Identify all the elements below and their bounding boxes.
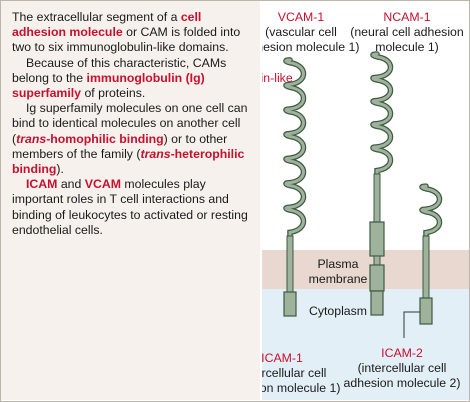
ncam1-full-name: (neural cell adhesion (350, 25, 464, 39)
paragraph-1: The extracellular segment of a cell adhe… (12, 10, 254, 56)
ncam1-label: NCAM-1 (neural cell adhesion molecule 1) (342, 10, 469, 55)
term-ig-superfamily: immunoglobulin (Ig) superfamily (12, 70, 205, 101)
text-body: The extracellular segment of a cell adhe… (12, 10, 254, 238)
ncam1-name: NCAM-1 (383, 10, 431, 24)
text: ). (56, 162, 64, 177)
vcam1-name: VCAM-1 (277, 10, 325, 24)
text: and (57, 177, 85, 192)
term-vcam: VCAM (84, 177, 121, 192)
vcam1-full-name: (vascular cell (265, 25, 337, 39)
ncam1-box-upper (369, 221, 385, 257)
vcam1-transmembrane (286, 235, 294, 293)
vcam1-full-name: adhesion molecule 1) (262, 40, 360, 54)
term-trans: trans (140, 146, 171, 161)
icam2-full-name: (intercellular cell adhesion molecule 2) (343, 361, 461, 390)
paragraph-2: Because of this characteristic, CAMs bel… (12, 56, 254, 102)
text: of proteins. (81, 86, 146, 101)
plasma-membrane-label-line: Plasma (317, 257, 359, 271)
term-icam: ICAM (26, 177, 58, 192)
text: molecules play important roles in T cell… (12, 177, 248, 237)
icam2-name: ICAM-2 (381, 346, 423, 360)
icam2-label: ICAM-2 (intercellular cell adhesion mole… (337, 346, 467, 391)
icam1-full-name: (intercellular cell (262, 366, 327, 380)
term-trans: trans (16, 131, 47, 146)
icam1-label: ICAM-1 (intercellular cell adhesion mole… (262, 351, 357, 396)
text: Because of this characteristic, CAMs bel… (12, 55, 227, 85)
plasma-membrane-label-line: membrane (308, 272, 368, 286)
term-homophilic: -homophilic binding (46, 131, 164, 146)
icam1-full-name: adhesion molecule 1) (262, 381, 341, 395)
vcam1-cytoplasmic-tail (283, 291, 297, 317)
vcam1-label: VCAM-1 (vascular cell adhesion molecule … (262, 10, 371, 55)
paragraph-4: ICAM and VCAM molecules play important r… (12, 177, 254, 238)
ncam1-link (373, 255, 381, 266)
ig-domain-label-line: Immunoglobulin-like (262, 71, 293, 85)
vcam1-domains (284, 58, 305, 238)
text: Ig superfamily molecules on one cell can… (12, 101, 248, 146)
ig-domain-label-line: domain (262, 86, 302, 101)
ncam1-stem (373, 173, 381, 223)
ig-domain-label: Immunoglobulin-like domain (262, 71, 302, 101)
icam2-cytoplasmic-tail (419, 297, 433, 325)
icam2-leader-line (403, 311, 420, 338)
paragraph-3: Ig superfamily molecules on one cell can… (12, 101, 254, 177)
term-heterophilic: -heterophilic binding (12, 146, 245, 177)
plasma-membrane-band (262, 250, 469, 289)
text: The extracellular segment of a (12, 10, 181, 24)
text-panel: The extracellular segment of a cell adhe… (1, 1, 260, 400)
icam2-domains (420, 184, 441, 238)
text: or CAM is folded into two to six immunog… (12, 25, 241, 55)
ncam1-cytoplasmic-tail (370, 290, 384, 316)
term-cell-adhesion-molecule: cell adhesion molecule (12, 10, 202, 40)
ncam1-domains (371, 52, 392, 176)
plasma-membrane-label: Plasma membrane (303, 257, 373, 287)
ncam1-full-name: molecule 1) (375, 40, 439, 54)
text: ) or to other members of the family ( (12, 131, 228, 161)
icam1-name: ICAM-1 (262, 351, 303, 365)
icam2-transmembrane (422, 235, 430, 299)
diagram: Immunoglobulin-like domain VCAM-1 (vascu… (262, 1, 469, 400)
diagram-svg (262, 51, 469, 400)
cytoplasm-label: Cytoplasm (308, 304, 368, 318)
